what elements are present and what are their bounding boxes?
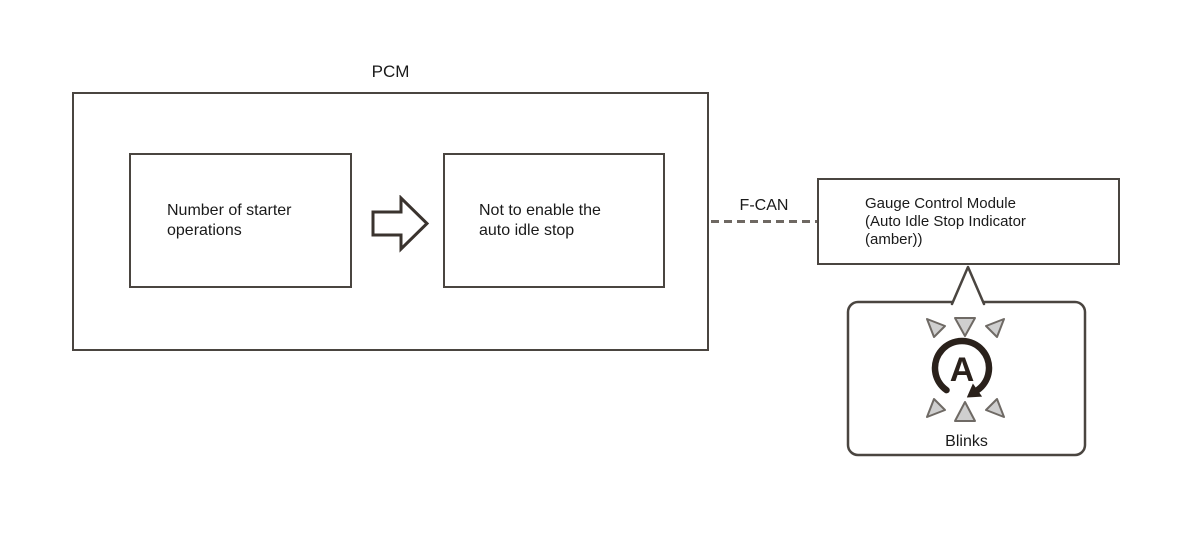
indicator-letter: A (950, 351, 975, 389)
gauge-control-module-box: Gauge Control Module (Auto Idle Stop Ind… (817, 178, 1120, 265)
indicator-callout: A (846, 265, 1087, 457)
not-enable-auto-idle-stop-label: Not to enable the auto idle stop (479, 201, 601, 239)
blinks-caption: Blinks (945, 433, 988, 450)
pcm-title: PCM (371, 62, 410, 81)
starter-operations-box: Number of starter operations (129, 153, 352, 288)
blink-rays-top (926, 317, 1005, 338)
blink-ray-top-middle (954, 317, 976, 337)
gauge-module-line3: (amber)) (865, 230, 923, 248)
blink-ray-bottom-left (926, 398, 946, 418)
gauge-module-line1: Gauge Control Module (865, 194, 1016, 212)
fcan-bus-label: F-CAN (739, 197, 789, 214)
blink-ray-top-left (926, 318, 946, 338)
gauge-module-line2: (Auto Idle Stop Indicator (865, 212, 1026, 230)
blink-rays-bottom (926, 398, 1005, 422)
blink-ray-top-right (985, 318, 1005, 338)
blink-ray-bottom-middle (954, 401, 976, 422)
auto-idle-stop-indicator-icon: A (931, 337, 993, 398)
fcan-dashed-line (711, 220, 817, 223)
starter-operations-label: Number of starter operations (167, 201, 292, 239)
block-arrow-icon (371, 195, 430, 253)
blink-ray-bottom-right (985, 398, 1005, 418)
not-enable-auto-idle-stop-box: Not to enable the auto idle stop (443, 153, 665, 288)
